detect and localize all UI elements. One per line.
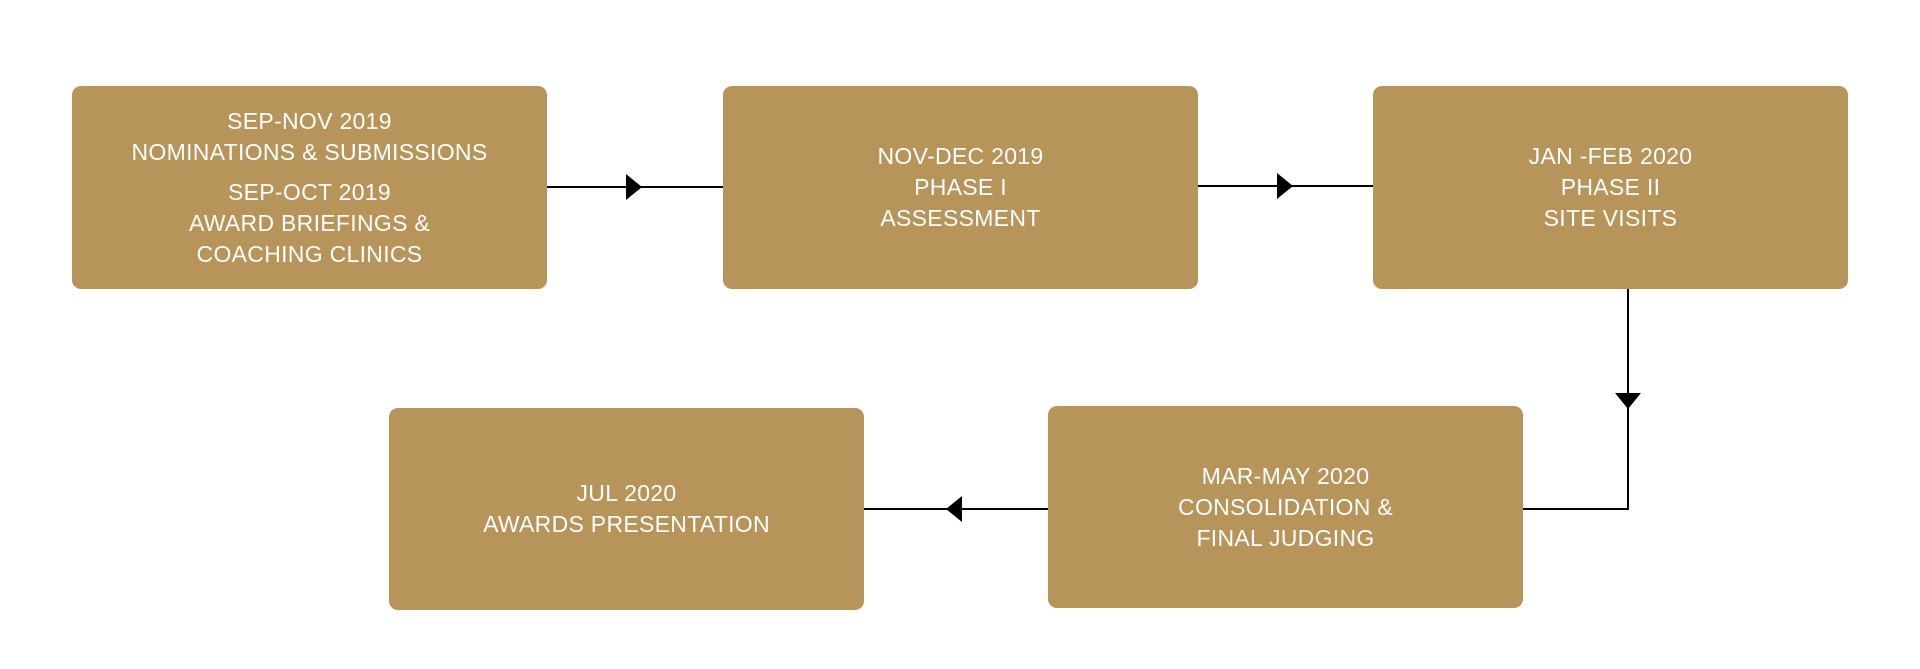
stage-date: JAN -FEB 2020: [1528, 143, 1693, 169]
stage-consolidation-final-judging: MAR-MAY 2020 CONSOLIDATION & FINAL JUDGI…: [1048, 406, 1523, 608]
arrowhead-right-icon: [626, 174, 642, 200]
stage-text-group: MAR-MAY 2020 CONSOLIDATION & FINAL JUDGI…: [1178, 461, 1393, 554]
stage-label: COACHING CLINICS: [196, 240, 423, 267]
stage-nominations-and-briefings: SEP-NOV 2019 NOMINATIONS & SUBMISSIONS S…: [72, 86, 547, 289]
stage-date: MAR-MAY 2020: [1201, 462, 1370, 489]
connector-4-to-5: [864, 496, 1048, 522]
connector-1-to-2: [547, 174, 723, 200]
stage-text-group: SEP-NOV 2019 NOMINATIONS & SUBMISSIONS: [132, 106, 488, 168]
stage-label: AWARD BRIEFINGS &: [188, 209, 431, 236]
connector-2-to-3: [1198, 173, 1373, 199]
stage-date: NOV-DEC 2019: [877, 143, 1044, 169]
stage-date: SEP-NOV 2019: [227, 107, 392, 134]
stage-date: JUL 2020: [576, 480, 677, 506]
stage-label: SITE VISITS: [1543, 205, 1678, 231]
stage-label: NOMINATIONS & SUBMISSIONS: [131, 138, 488, 165]
stage-phase: PHASE II: [1560, 174, 1661, 200]
arrowhead-right-icon: [1277, 173, 1293, 199]
stage-label: FINAL JUDGING: [1196, 524, 1375, 551]
stage-text-group: NOV-DEC 2019 PHASE I ASSESSMENT: [878, 141, 1044, 234]
stage-phase: PHASE I: [914, 174, 1007, 200]
stage-awards-presentation: JUL 2020 AWARDS PRESENTATION: [389, 408, 864, 610]
stage-text-group: JAN -FEB 2020 PHASE II SITE VISITS: [1529, 141, 1693, 234]
connector-3-to-4: [1523, 289, 1641, 510]
stage-text-group: SEP-OCT 2019 AWARD BRIEFINGS & COACHING …: [189, 177, 430, 270]
arrowhead-down-icon: [1615, 393, 1641, 409]
stage-phase-2-site-visits: JAN -FEB 2020 PHASE II SITE VISITS: [1373, 86, 1848, 289]
stage-label: ASSESSMENT: [880, 205, 1041, 231]
stage-text-group: JUL 2020 AWARDS PRESENTATION: [483, 478, 770, 540]
stage-date: SEP-OCT 2019: [228, 178, 391, 205]
stage-phase-1-assessment: NOV-DEC 2019 PHASE I ASSESSMENT: [723, 86, 1198, 289]
stage-label: AWARDS PRESENTATION: [483, 511, 770, 537]
arrowhead-left-icon: [946, 496, 962, 522]
stage-label: CONSOLIDATION &: [1178, 493, 1393, 520]
